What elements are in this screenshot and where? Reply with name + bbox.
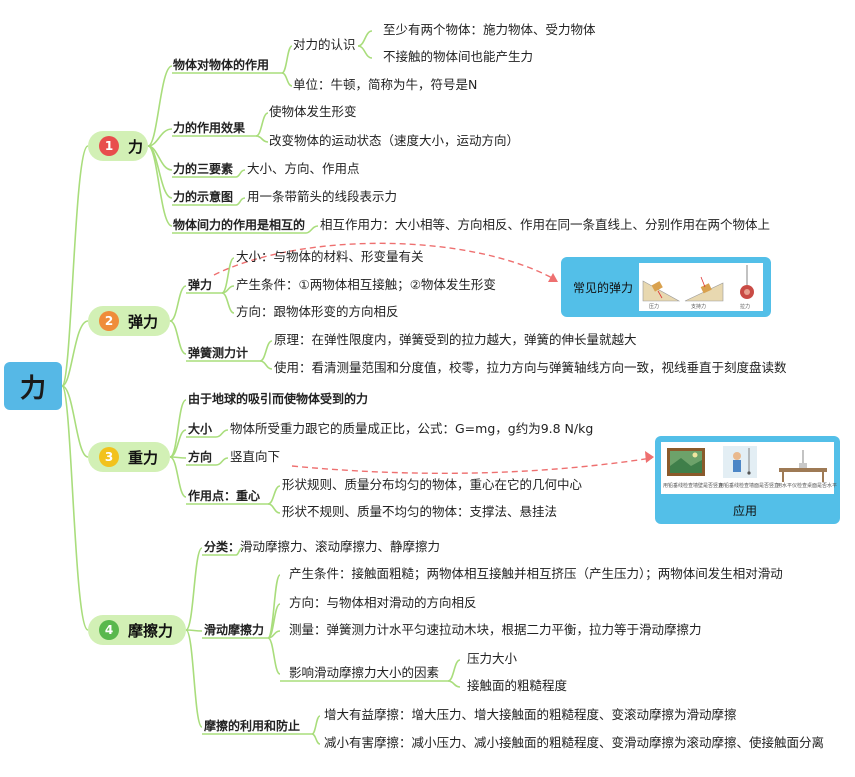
application-illustrations: 用铅垂线检查墙壁是否竖直 用铅垂线检查墙面是否竖直 用水平仪检查桌面是否水平 bbox=[661, 442, 838, 494]
leaf-motion-change: 改变物体的运动状态（速度大小，运动方向） bbox=[269, 133, 520, 148]
section-title-force: 力 bbox=[128, 137, 144, 156]
leaf-pressure-size: 压力大小 bbox=[467, 651, 518, 666]
leaf-irregular-shape: 形状不规则、质量不均匀的物体：支撑法、悬挂法 bbox=[282, 504, 558, 519]
leaf-regular-shape: 形状规则、质量分布均匀的物体，重心在它的几何中心 bbox=[282, 477, 583, 492]
card-applications: 用铅垂线检查墙壁是否竖直 用铅垂线检查墙面是否竖直 用水平仪检查桌面是否水平 应… bbox=[655, 436, 840, 524]
leaf-increase-friction: 增大有益摩擦：增大压力、增大接触面的粗糙程度、变滚动摩擦为滑动摩擦 bbox=[324, 707, 737, 722]
leaf-deformation: 使物体发生形变 bbox=[269, 104, 357, 119]
node-sliding-friction: 滑动摩擦力 bbox=[204, 623, 265, 637]
caption-pressure: 压力 bbox=[649, 304, 660, 310]
leaf-spring-usage: 使用：看清测量范围和分度值，校零，拉力方向与弹簧轴线方向一致，视线垂直于刻度盘读… bbox=[274, 360, 787, 375]
card-common-elastic: 常见的弹力 压力 支持力 拉力 bbox=[561, 257, 771, 317]
section-elastic-force: 2 弹力 bbox=[88, 306, 170, 336]
node-mutual: 物体间力的作用是相互的 bbox=[173, 218, 306, 232]
node-friction-types: 分类： bbox=[204, 540, 241, 554]
caption-app-2: 用铅垂线检查墙面是否竖直 bbox=[719, 483, 780, 489]
root-label: 力 bbox=[19, 373, 46, 404]
application-illustration-icon bbox=[667, 446, 827, 482]
leaf-action-reaction: 相互作用力：大小相等、方向相反、作用在同一条直线上、分别作用在两个物体上 bbox=[320, 217, 771, 232]
badge-4: 4 bbox=[99, 620, 119, 640]
leaf-diagram: 用一条带箭头的线段表示力 bbox=[247, 189, 398, 204]
node-three-elements: 力的三要素 bbox=[173, 162, 234, 176]
leaf-friction-types: 滑动摩擦力、滚动摩擦力、静摩擦力 bbox=[240, 539, 441, 554]
leaf-elastic-direction: 方向：跟物体形变的方向相反 bbox=[236, 304, 399, 319]
elastic-illustrations: 压力 支持力 拉力 bbox=[639, 263, 763, 311]
leaf-decrease-friction: 减小有害摩擦：减小压力、减小接触面的粗糙程度、变滑动摩擦为滚动摩擦、使接触面分离 bbox=[324, 735, 825, 750]
leaf-sliding-measure: 测量：弹簧测力计水平匀速拉动木块，根据二力平衡，拉力等于滑动摩擦力 bbox=[289, 622, 702, 637]
section-gravity: 3 重力 bbox=[88, 442, 170, 472]
leaf-two-objects: 至少有两个物体：施力物体、受力物体 bbox=[383, 22, 596, 37]
card-title-applications: 应用 bbox=[733, 504, 758, 518]
section-title-elastic-force: 弹力 bbox=[128, 312, 159, 331]
leaf-sliding-condition: 产生条件：接触面粗糙；两物体相互接触并相互挤压（产生压力）；两物体间发生相对滑动 bbox=[289, 566, 783, 581]
badge-3: 3 bbox=[99, 447, 119, 467]
caption-app-1: 用铅垂线检查墙壁是否竖直 bbox=[663, 483, 724, 489]
section-force: 1 力 bbox=[88, 131, 148, 161]
leaf-noncontact: 不接触的物体间也能产生力 bbox=[383, 49, 534, 64]
section-friction: 4 摩擦力 bbox=[88, 615, 186, 645]
root-node: 力 bbox=[4, 362, 62, 410]
leaf-vertical-down: 竖直向下 bbox=[230, 449, 281, 464]
caption-app-3: 用水平仪检查桌面是否水平 bbox=[777, 483, 838, 489]
section-title-friction: 摩擦力 bbox=[128, 621, 174, 640]
leaf-surface-roughness: 接触面的粗糙程度 bbox=[467, 678, 568, 693]
section-title-gravity: 重力 bbox=[128, 448, 159, 467]
node-effects: 力的作用效果 bbox=[173, 121, 246, 135]
caption-support: 支持力 bbox=[691, 304, 707, 310]
node-spring-scale: 弹簧测力计 bbox=[188, 346, 249, 360]
badge-1: 1 bbox=[99, 136, 119, 156]
node-diagram: 力的示意图 bbox=[173, 190, 234, 204]
node-sliding-factors: 影响滑动摩擦力大小的因素 bbox=[289, 665, 440, 680]
elastic-illustration-icon bbox=[642, 265, 754, 302]
caption-tension: 拉力 bbox=[740, 304, 751, 310]
node-friction-use: 摩擦的利用和防止 bbox=[204, 719, 301, 733]
node-understanding: 对力的认识 bbox=[293, 37, 356, 52]
leaf-gravity-formula: 物体所受重力跟它的质量成正比，公式：G=mg，g约为9.8 N/kg bbox=[230, 421, 594, 436]
leaf-elastic-size: 大小：与物体的材料、形变量有关 bbox=[236, 249, 424, 264]
node-interaction: 物体对物体的作用 bbox=[173, 58, 270, 72]
node-gravity-size: 大小 bbox=[188, 422, 213, 436]
node-gravity-direction: 方向 bbox=[188, 450, 213, 464]
node-center-of-gravity: 作用点：重心 bbox=[188, 489, 261, 503]
leaf-three-elements: 大小、方向、作用点 bbox=[247, 161, 360, 176]
leaf-elastic-condition: 产生条件：①两物体相互接触；②物体发生形变 bbox=[236, 277, 496, 292]
node-gravity-def: 由于地球的吸引而使物体受到的力 bbox=[188, 392, 369, 406]
leaf-sliding-direction: 方向：与物体相对滑动的方向相反 bbox=[289, 595, 477, 610]
leaf-unit: 单位：牛顿，简称为牛，符号是N bbox=[293, 77, 478, 92]
leaf-spring-principle: 原理：在弹性限度内，弹簧受到的拉力越大，弹簧的伸长量就越大 bbox=[274, 332, 637, 347]
badge-2: 2 bbox=[99, 311, 119, 331]
card-title-elastic: 常见的弹力 bbox=[573, 281, 634, 295]
node-elastic: 弹力 bbox=[188, 278, 213, 292]
